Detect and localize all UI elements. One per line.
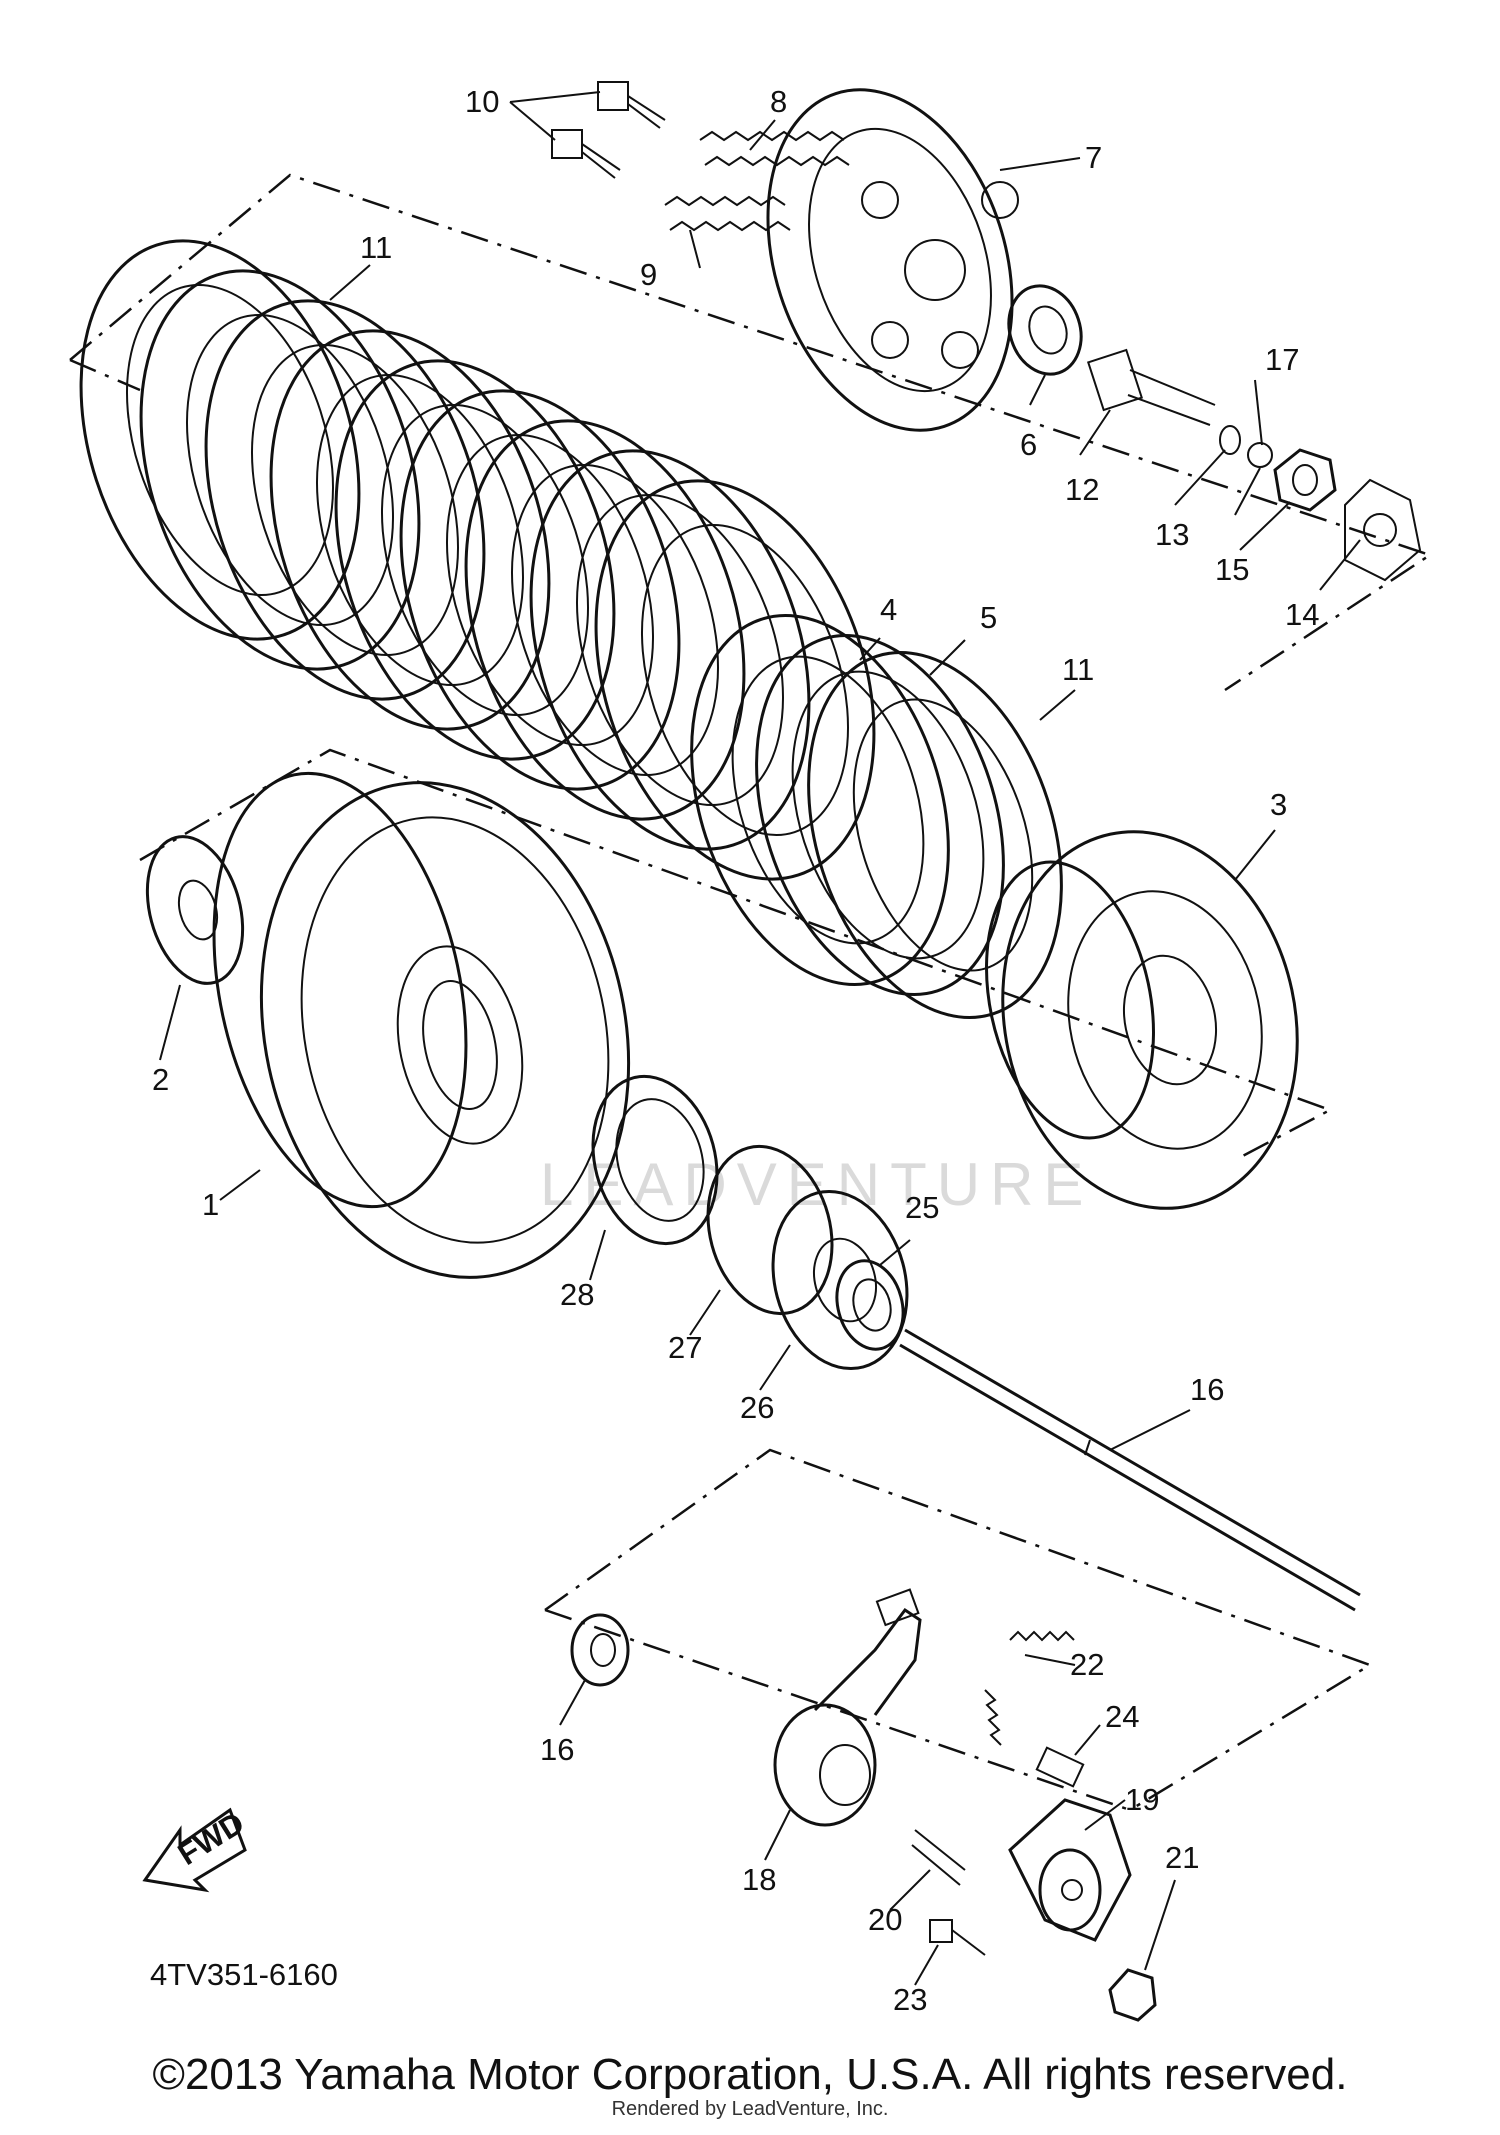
bearing-spacer-set (591, 1074, 909, 1371)
push-rod-parts (1007, 284, 1422, 582)
callout-12: 12 (1065, 472, 1099, 507)
leader-lines (159, 91, 1361, 1986)
callout-19: 18 (742, 1862, 776, 1897)
long-push-rod (899, 1328, 1361, 1612)
pressure-plate (766, 88, 1019, 432)
callout-8: 8 (770, 84, 787, 119)
rendered-by-notice: Rendered by LeadVenture, Inc. (611, 2098, 889, 2120)
callout-25: 24 (1105, 1699, 1139, 1734)
callout-24: 23 (893, 1982, 927, 2017)
callout-29: 28 (560, 1277, 594, 1312)
diagram-code: 4TV351-6160 (150, 1957, 338, 1992)
callout-18: 17 (1265, 342, 1299, 377)
callout-6: 6 (1020, 427, 1037, 462)
callout-10: 10 (465, 84, 499, 119)
callout-26: 25 (905, 1190, 939, 1225)
watermark: LEADVENTURE (540, 1151, 1093, 1218)
callout-28: 27 (668, 1330, 702, 1365)
callout-13: 13 (1155, 517, 1189, 552)
callout-16: 16 (540, 1732, 574, 1767)
callout-21: 20 (868, 1902, 902, 1937)
clutch-boss (985, 830, 1299, 1210)
callout-7: 7 (1085, 140, 1102, 175)
callout-23: 22 (1070, 1647, 1104, 1682)
callout-9: 9 (640, 257, 657, 292)
primary-driven-gear (145, 771, 631, 1279)
assembly-boundaries (69, 173, 1433, 1812)
callout-5: 5 (980, 600, 997, 635)
callout-27: 26 (740, 1390, 774, 1425)
callout-20: 19 (1125, 1782, 1159, 1817)
callout-17: 16 (1190, 1372, 1224, 1407)
bolts (551, 81, 666, 179)
release-mechanism (570, 1588, 1157, 2022)
callout-11-top: 11 (360, 230, 392, 265)
callout-22: 21 (1165, 1840, 1199, 1875)
fwd-label: FWD (172, 1805, 250, 1872)
callout-11-mid: 11 (1062, 652, 1094, 687)
callout-4: 4 (880, 592, 897, 627)
copyright-notice: ©2013 Yamaha Motor Corporation, U.S.A. A… (152, 2050, 1348, 2099)
clutch-plate-stack (79, 239, 1063, 1019)
callout-2: 2 (152, 1062, 169, 1097)
callout-14: 14 (1285, 597, 1319, 632)
clutch-springs (664, 130, 850, 232)
callout-3: 3 (1270, 787, 1287, 822)
callout-labels: 10 8 7 9 11 17 6 12 13 15 14 4 5 11 3 2 … (152, 84, 1319, 2017)
fwd-arrow-icon: FWD (142, 1805, 250, 1893)
callout-1: 1 (202, 1187, 219, 1222)
callout-15: 15 (1215, 552, 1249, 587)
